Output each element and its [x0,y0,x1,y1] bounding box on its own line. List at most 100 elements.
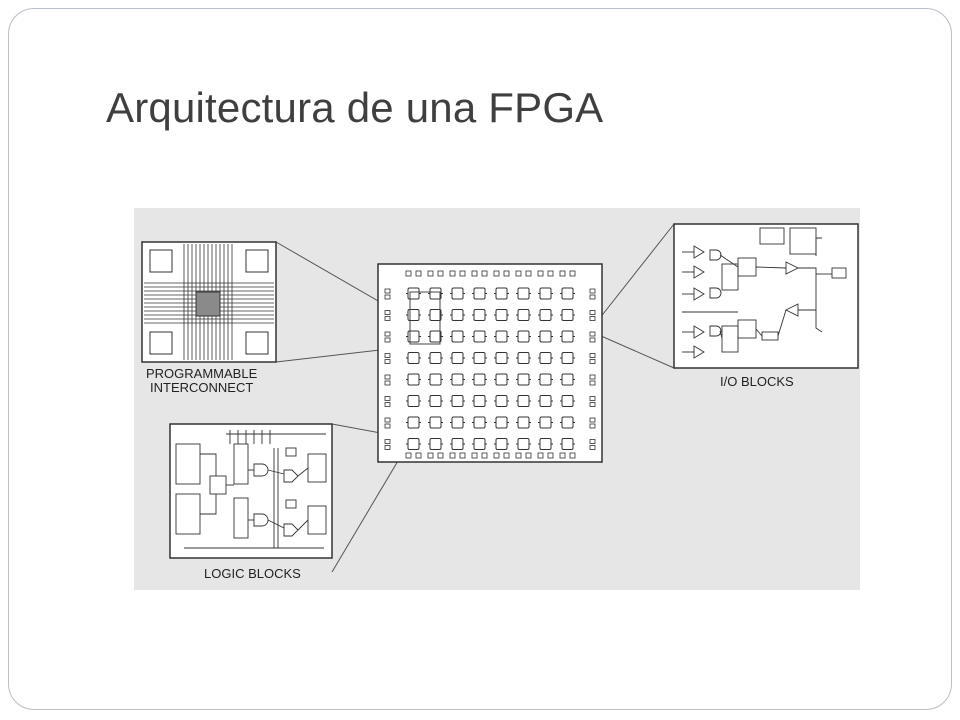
io-pad [384,316,391,321]
logic-cell [495,416,508,429]
chip-io-pads [384,270,596,459]
logic-cell [407,395,420,407]
io-pad [589,396,596,401]
logic-cell [561,438,574,450]
logic-cell [451,352,464,364]
logic-cell [429,395,442,407]
io-pad [589,359,596,364]
io-pad [589,445,596,450]
io-pad [437,452,444,459]
io-pad [384,310,391,315]
logic-cell [407,416,420,429]
logic-cell [407,438,420,450]
io-pad [384,288,391,294]
logic-cell [407,352,420,364]
io-pad [481,270,488,277]
logic-cell [451,287,464,300]
chip-zoom-region [409,291,441,345]
logic-cell [429,287,442,300]
io-pad [559,270,566,277]
switch-matrix [195,291,221,317]
logic-cell [429,416,442,429]
io-pad [589,402,596,407]
fpga-architecture-diagram: PROGRAMMABLE INTERCONNECT [134,208,860,590]
io-pad [569,452,576,459]
logic-cell [539,438,552,450]
io-pad [437,270,444,277]
logic-cell [429,330,442,343]
io-blocks-panel [673,223,859,369]
fpga-chip [377,263,603,463]
io-pad [589,380,596,386]
io-pad [384,353,391,358]
io-pad [427,270,434,277]
logic-cell [451,395,464,407]
logic-cell [539,416,552,429]
io-pad [547,452,554,459]
logic-cell [495,395,508,407]
logic-cell [517,416,530,429]
logic-cell [561,373,574,386]
logic-cell [473,309,486,321]
logic-cell [495,330,508,343]
io-pad [384,374,391,380]
io-pad [493,452,500,459]
io-pad [589,331,596,337]
io-pad [537,270,544,277]
logic-cell [517,373,530,386]
io-pad [384,439,391,444]
logic-cell [429,373,442,386]
logic-cell [473,395,486,407]
logic-cell [495,287,508,300]
io-pad [559,452,566,459]
io-pad [384,331,391,337]
io-pad [481,452,488,459]
io-pad [503,452,510,459]
logic-cell [451,373,464,386]
io-pad [459,270,466,277]
logic-cell [561,309,574,321]
logic-cell [473,352,486,364]
logic-cell [517,330,530,343]
io-pad [384,380,391,386]
logic-cell [451,309,464,321]
io-pad [384,402,391,407]
io-pad [415,270,422,277]
logic-cell [561,330,574,343]
interconnect-label-line2: INTERCONNECT [150,380,253,395]
io-pad [503,270,510,277]
logic-cell [407,373,420,386]
logic-cell [451,330,464,343]
logic-cell [539,309,552,321]
logic-cell [517,438,530,450]
logic-cell [429,438,442,450]
io-pad [384,445,391,450]
io-pad [449,270,456,277]
io-pad [589,417,596,423]
io-pad [589,316,596,321]
logic-cell [561,287,574,300]
io-pad [525,270,532,277]
io-pad [589,374,596,380]
logic-cell [517,309,530,321]
logic-cell [561,352,574,364]
io-pad [515,452,522,459]
io-pad [589,310,596,315]
logic-blocks-label: LOGIC BLOCKS [204,566,301,581]
logic-cell [495,352,508,364]
logic-cell [473,287,486,300]
io-pad [471,452,478,459]
io-pad [415,452,422,459]
io-pad [427,452,434,459]
io-pad [525,452,532,459]
io-pad [569,270,576,277]
logic-cell [429,309,442,321]
io-pad [493,270,500,277]
io-blocks-label: I/O BLOCKS [720,374,794,389]
io-pad [405,270,412,277]
logic-cell [517,352,530,364]
io-pad [589,337,596,343]
io-pad [589,439,596,444]
logic-cell [495,373,508,386]
logic-cell [473,438,486,450]
